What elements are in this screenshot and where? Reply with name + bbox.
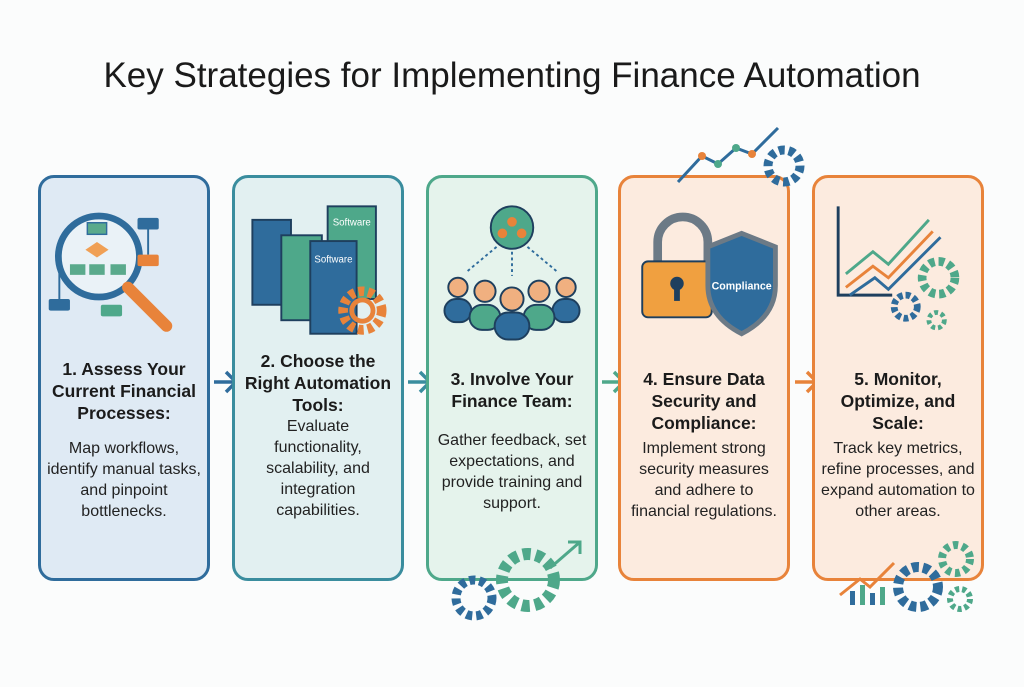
step-description: Track key metrics, refine processes, and… (821, 440, 975, 520)
gears-decoration-icon (451, 540, 582, 621)
step-card-5: 5. Monitor, Optimize, and Scale: Track k… (812, 175, 984, 581)
step-heading: 5. Monitor, Optimize, and Scale: (840, 369, 956, 433)
step-card-1: 1. Assess Your Current Financial Process… (38, 175, 210, 581)
step-description: Evaluate functionality, scalability, and… (266, 418, 370, 519)
step-description: Map workflows, identify manual tasks, an… (47, 440, 201, 520)
step-card-3: 3. Involve Your Finance Team: Gather fee… (426, 175, 598, 581)
step-description: Implement strong security measures and a… (631, 440, 777, 520)
step-heading: 2. Choose the Right Automation Tools: (244, 351, 392, 415)
team-icon (443, 205, 581, 341)
trend-gear-decoration-icon (676, 126, 805, 187)
software-boxes-icon: Software Software (251, 205, 387, 335)
software-label: Software (333, 218, 371, 229)
page-title: Key Strategies for Implementing Finance … (103, 56, 921, 95)
magnifier-flowchart-icon (48, 212, 173, 332)
compliance-label: Compliance (712, 280, 772, 292)
software-label: Software (314, 254, 352, 265)
step-heading: 4. Ensure Data Security and Compliance: (643, 369, 765, 433)
step-heading: 3. Involve Your Finance Team: (450, 369, 574, 411)
step-description: Gather feedback, set expectations, and p… (437, 432, 587, 512)
step-heading: 1. Assess Your Current Financial Process… (52, 359, 196, 423)
lock-shield-icon: Compliance (641, 212, 778, 337)
step-card-2: Software Software 2. Choose the Right Au… (232, 175, 404, 581)
step-card-4: Compliance 4. Ensure Data Security and C… (618, 175, 790, 581)
gears-chart-decoration-icon (839, 541, 974, 612)
growth-chart-gears-icon (836, 206, 960, 331)
